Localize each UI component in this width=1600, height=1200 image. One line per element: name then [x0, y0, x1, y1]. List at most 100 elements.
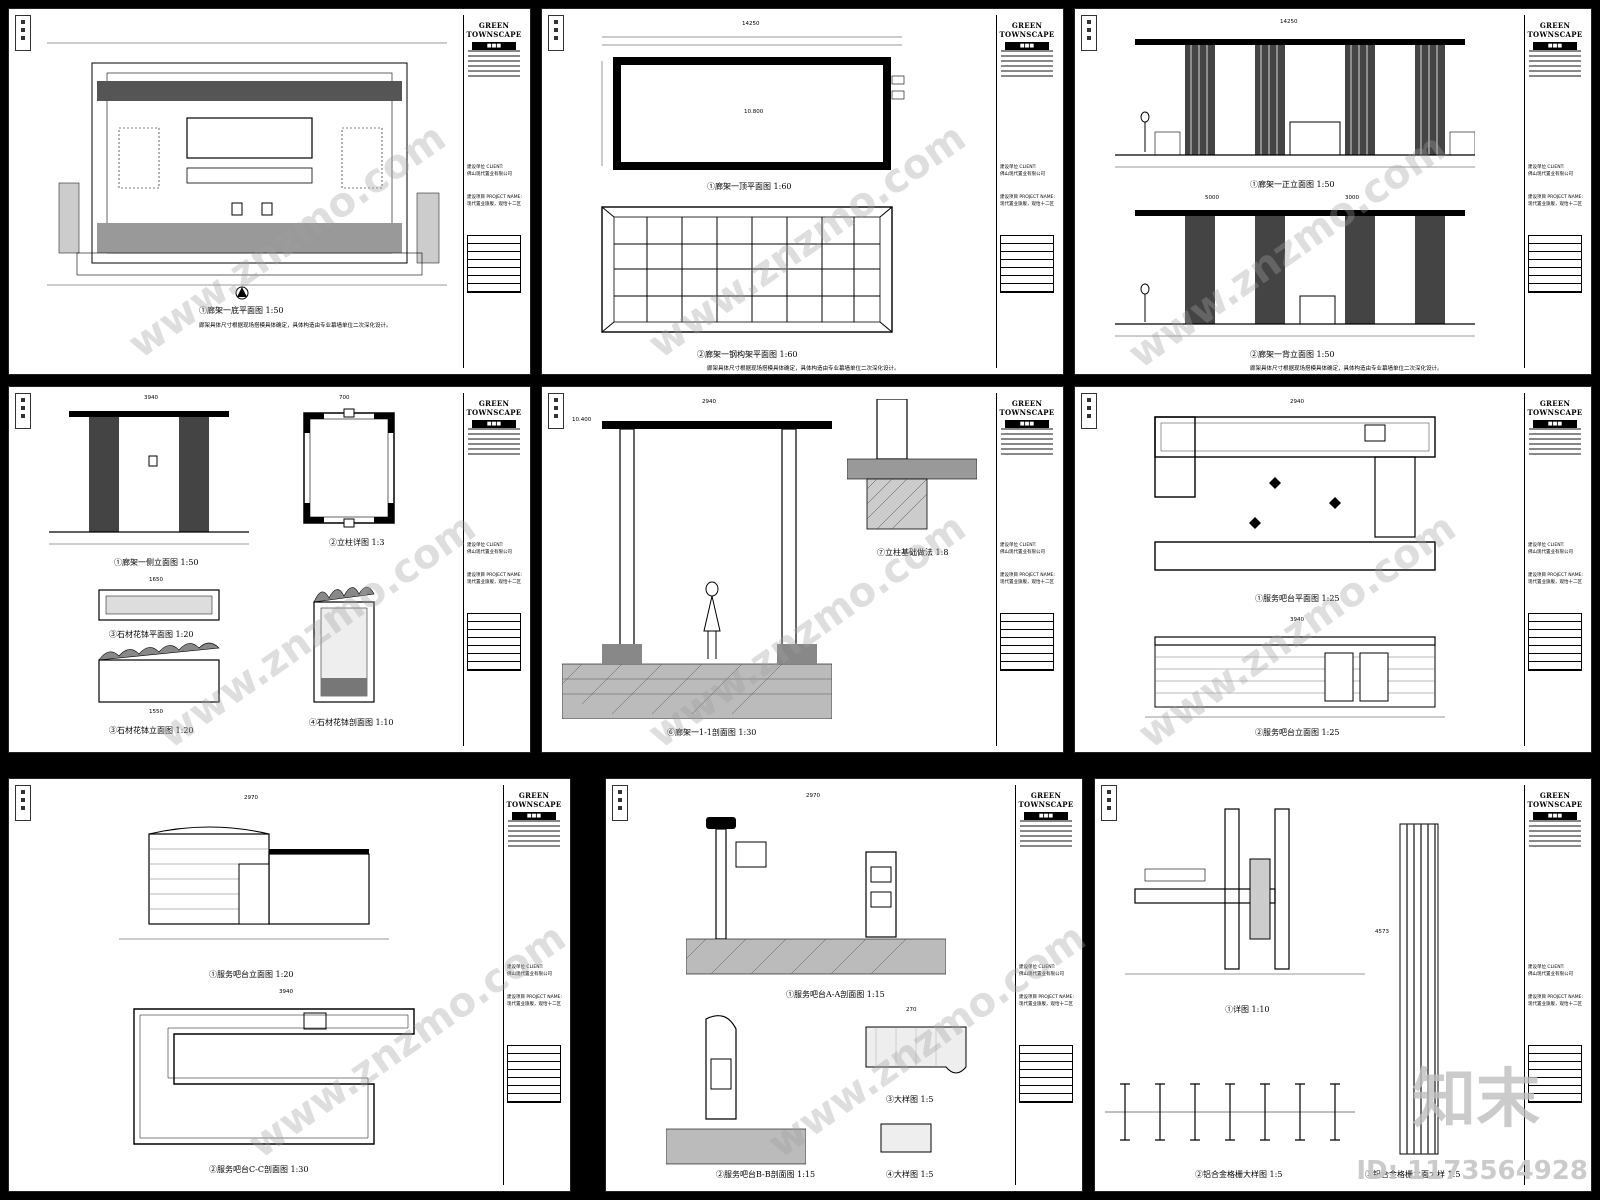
sheet-8: 2970 ①服务吧台A-A剖面图 1:15 ②服务吧台B-B剖面图 1:15 2…: [605, 778, 1083, 1192]
bar-aa-section-drawing: [686, 807, 946, 977]
project-name: 现代置业旗舰，观恰十二区: [467, 580, 521, 585]
project-label: 建设项目 PROJECT NAME:: [1528, 195, 1583, 200]
front-elevation-drawing: [1115, 27, 1475, 177]
caption: ②廊架一钢构架平面图 1:60: [697, 350, 798, 359]
detail-drawing-4: [876, 1119, 936, 1159]
client-name: 佛山现代置业有限公司: [467, 550, 512, 555]
project-name: 现代置业旗舰，观恰十二区: [1528, 580, 1582, 585]
watermark-logo: 知末: [1412, 1063, 1540, 1137]
sheet-4: 3940 ①廊架一侧立面图 1:50 700 ②立柱详图 1:3 1650 ③石…: [8, 386, 531, 753]
project-label: 建设项目 PROJECT NAME:: [1019, 995, 1074, 1000]
sheet-2: 14250 10.800 ①廊架一顶平面图 1:60: [541, 8, 1064, 375]
client-label: 建设单位 CLIENT:: [1528, 165, 1565, 170]
sheet-3: 14250 ①廊架一正立面图 1:50 5000 3000: [1074, 8, 1592, 375]
project-label: 建设项目 PROJECT NAME:: [507, 995, 562, 1000]
brand-name: GREEN TOWNSCAPE: [1527, 791, 1583, 809]
dimension: 2940: [1290, 399, 1304, 405]
title-block: GREEN TOWNSCAPE ■■■ 建设单位 CLIENT: 佛山现代置业有…: [463, 393, 524, 746]
client-label: 建设单位 CLIENT:: [1000, 165, 1037, 170]
binder-clip: [1081, 15, 1097, 51]
binder-clip: [1081, 393, 1097, 429]
project-name: 现代置业旗舰，观恰十二区: [1528, 1002, 1582, 1007]
binder-clip: [15, 15, 31, 51]
brand-name: GREEN TOWNSCAPE: [466, 399, 522, 417]
design-note: 廊架具体尺寸根据现场搭模具体确定，具体构造由专业幕墙单位二次深化设计。: [199, 323, 392, 329]
project-label: 建设项目 PROJECT NAME:: [1528, 995, 1583, 1000]
title-block: GREEN TOWNSCAPE ■■■ 建设单位 CLIENT: 佛山现代置业有…: [463, 15, 524, 368]
client-label: 建设单位 CLIENT:: [507, 965, 544, 970]
steel-frame-plan-drawing: [592, 199, 922, 339]
level-mark: 10.800: [744, 109, 764, 115]
brand-logo: ■■■: [1024, 812, 1068, 821]
level-mark: 10.400: [572, 417, 592, 423]
brand-name: GREEN TOWNSCAPE: [1018, 791, 1074, 809]
caption: ③石材花钵立面图 1:20: [109, 726, 194, 735]
binder-clip: [548, 15, 564, 51]
caption: ①廊架一底平面图 1:50: [199, 306, 284, 315]
project-name: 现代置业旗舰，观恰十二区: [1000, 202, 1054, 207]
caption: ①详图 1:10: [1225, 1005, 1270, 1014]
dimension: 5000: [1205, 195, 1219, 201]
brand-logo: ■■■: [1533, 420, 1577, 429]
brand-logo: ■■■: [1005, 420, 1049, 429]
grille-elevation-drawing: [1395, 819, 1445, 1159]
planter-plan-drawing: [94, 585, 224, 625]
caption: ①服务吧台平面图 1:25: [1255, 594, 1340, 603]
caption: ⑥廊架一1-1剖面图 1:30: [667, 728, 757, 737]
title-block: GREEN TOWNSCAPE ■■■ 建设单位 CLIENT: 佛山现代置业有…: [1015, 785, 1076, 1185]
dimension: 4573: [1375, 929, 1389, 935]
sheet-6: 2940 ①服务吧台平面图 1:25 3940 ②服务吧台立面图 1:25: [1074, 386, 1592, 753]
title-block: GREEN TOWNSCAPE ■■■ 建设单位 CLIENT: 佛山现代置业有…: [1524, 393, 1585, 746]
side-elevation-drawing: [49, 401, 249, 551]
client-label: 建设单位 CLIENT:: [1019, 965, 1056, 970]
caption: ①廊架一侧立面图 1:50: [114, 558, 199, 567]
project-label: 建设项目 PROJECT NAME:: [467, 195, 522, 200]
column-foundation-drawing: [847, 399, 977, 549]
caption: ②服务吧台立面图 1:25: [1255, 728, 1340, 737]
brand-logo: ■■■: [472, 42, 516, 51]
dimension: 1550: [149, 709, 163, 715]
bar-front-elevation-drawing: [119, 804, 389, 954]
roof-plan-drawing: [592, 31, 912, 181]
client-label: 建设单位 CLIENT:: [1528, 965, 1565, 970]
brand-logo: ■■■: [1533, 42, 1577, 51]
client-label: 建设单位 CLIENT:: [467, 543, 504, 548]
brand-logo: ■■■: [472, 420, 516, 429]
design-note: 廊架具体尺寸根据现场搭模具体确定，具体构造由专业幕墙单位二次深化设计。: [1250, 366, 1443, 372]
sheet-1: ①廊架一底平面图 1:50 廊架具体尺寸根据现场搭模具体确定，具体构造由专业幕墙…: [8, 8, 531, 375]
caption: ②廊架一背立面图 1:50: [1250, 350, 1335, 359]
binder-clip: [1101, 785, 1117, 821]
section-drawing: [562, 409, 832, 719]
title-block: GREEN TOWNSCAPE ■■■ 建设单位 CLIENT: 佛山现代置业有…: [996, 393, 1057, 746]
caption: ①廊架一正立面图 1:50: [1250, 180, 1335, 189]
caption: ①廊架一顶平面图 1:60: [707, 182, 792, 191]
dimension: 3940: [1290, 617, 1304, 623]
planter-elevation-drawing: [94, 642, 224, 712]
brand-name: GREEN TOWNSCAPE: [506, 791, 562, 809]
brand-name: GREEN TOWNSCAPE: [1527, 399, 1583, 417]
caption: ②服务吧台B-B剖面图 1:15: [716, 1170, 816, 1179]
brand-logo: ■■■: [1005, 42, 1049, 51]
dimension: 2940: [702, 399, 716, 405]
project-label: 建设项目 PROJECT NAME:: [467, 573, 522, 578]
binder-clip: [15, 393, 31, 429]
sheet-9: ①详图 1:10 4573 ③铝合金格栅立面大样 1:5 ②铝合金格栅大样图 1…: [1094, 778, 1592, 1192]
dimension: 700: [339, 395, 350, 401]
dimension: 3940: [144, 395, 158, 401]
sheet-7: 2970 ①服务吧台立面图 1:20 3940 ②服务吧台C-C剖面图 1:30…: [8, 778, 571, 1192]
client-label: 建设单位 CLIENT:: [467, 165, 504, 170]
id-label: ID: 1173564928: [1356, 1156, 1588, 1186]
brand-name: GREEN TOWNSCAPE: [999, 21, 1055, 39]
brand-logo: ■■■: [1533, 812, 1577, 821]
project-name: 现代置业旗舰，观恰十二区: [1000, 580, 1054, 585]
caption: ④石材花钵剖面图 1:10: [309, 718, 394, 727]
binder-clip: [15, 785, 31, 821]
dimension: 2970: [244, 795, 258, 801]
brand-name: GREEN TOWNSCAPE: [999, 399, 1055, 417]
project-name: 现代置业旗舰，观恰十二区: [1019, 1002, 1073, 1007]
binder-clip: [548, 393, 564, 429]
project-label: 建设项目 PROJECT NAME:: [1528, 573, 1583, 578]
dimension: 270: [906, 1007, 917, 1013]
title-block: GREEN TOWNSCAPE ■■■ 建设单位 CLIENT: 佛山现代置业有…: [996, 15, 1057, 368]
caption: ⑦立柱基础做法 1:8: [877, 548, 949, 557]
